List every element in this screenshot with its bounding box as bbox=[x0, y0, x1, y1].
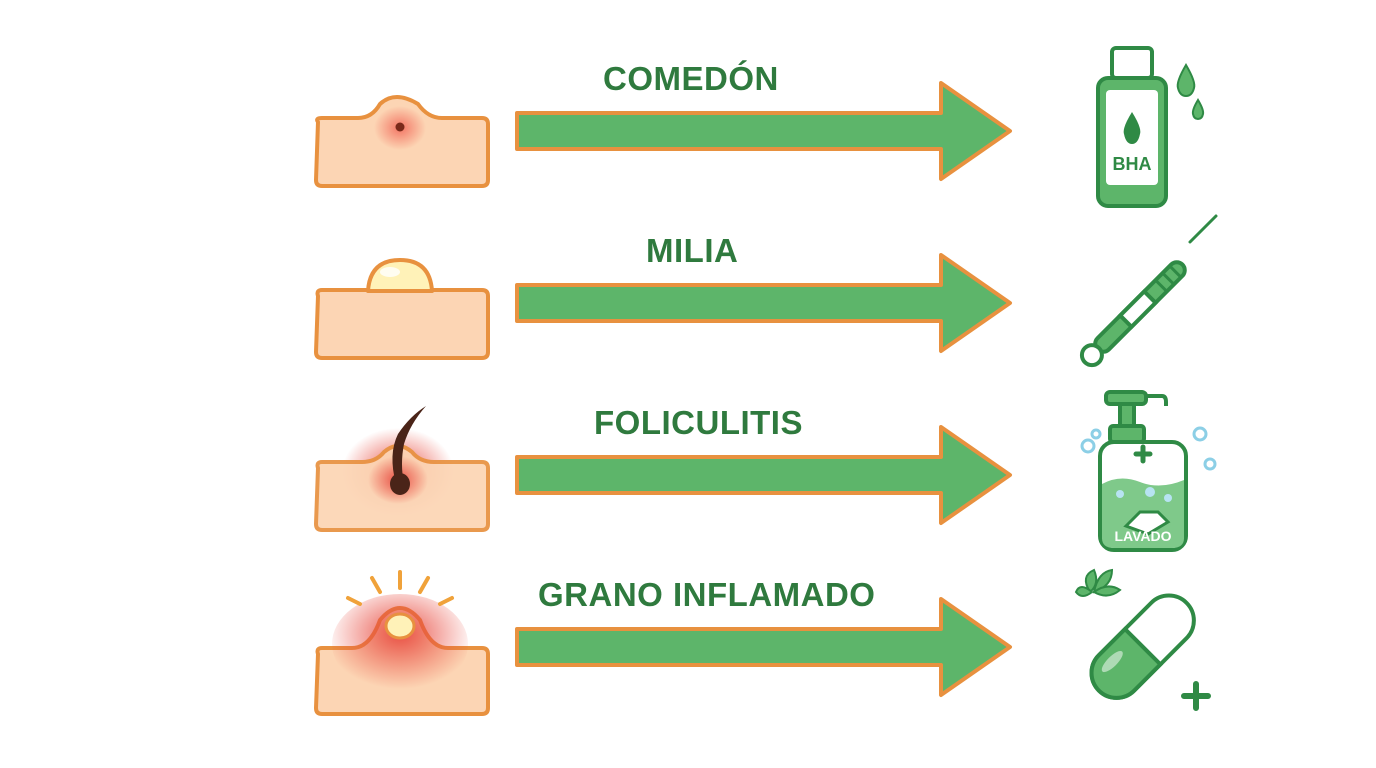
condition-label: MILIA bbox=[646, 232, 739, 269]
condition-label: FOLICULITIS bbox=[594, 404, 803, 441]
bha-bottle-icon: BHA bbox=[1096, 46, 1205, 208]
arrow-right bbox=[515, 425, 1012, 525]
arrow-right bbox=[515, 253, 1012, 353]
row-grano-inflamado: GRANO INFLAMADO bbox=[0, 516, 1376, 716]
skin-inflamed-pimple-icon bbox=[314, 570, 490, 716]
lavado-label: LAVADO bbox=[1114, 528, 1171, 544]
extractor-tool-icon bbox=[1079, 214, 1218, 368]
capsule-pill-icon bbox=[1074, 568, 1211, 711]
arrow-right bbox=[515, 597, 1012, 697]
skin-hair-follicle-icon bbox=[314, 406, 490, 532]
skin-milia-bump-icon bbox=[314, 258, 490, 360]
arrow-right bbox=[515, 81, 1012, 181]
row-milia: MILIA bbox=[0, 172, 1376, 368]
condition-label: COMEDÓN bbox=[603, 60, 779, 97]
soap-pump-bottle-icon: LAVADO bbox=[1080, 390, 1217, 552]
skin-pore-comedone-icon bbox=[314, 95, 490, 188]
condition-label: GRANO INFLAMADO bbox=[538, 576, 876, 613]
row-foliculitis: FOLICULITIS LAVADO bbox=[0, 344, 1376, 552]
row-comedon: COMEDÓN BHA bbox=[0, 0, 1376, 208]
bha-label: BHA bbox=[1113, 154, 1152, 174]
